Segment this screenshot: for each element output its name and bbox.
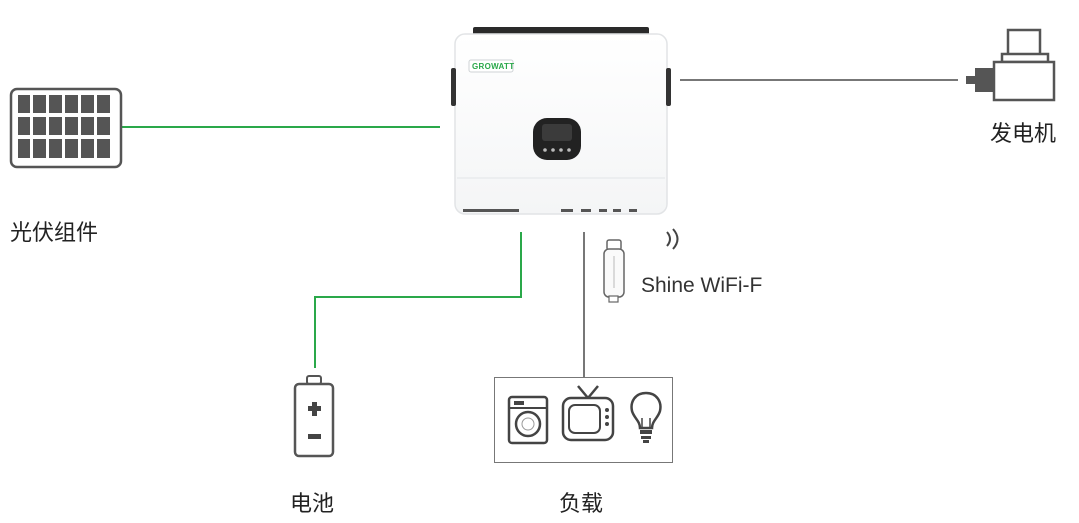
inverter-brand: GROWATT bbox=[472, 62, 515, 71]
load-box bbox=[494, 377, 673, 463]
load-label: 负载 bbox=[559, 492, 604, 517]
wireless-signal-icon bbox=[666, 228, 679, 250]
wifi-dongle-icon bbox=[603, 239, 625, 303]
solar-label: 光伏组件 bbox=[10, 221, 99, 246]
battery-label: 电池 bbox=[290, 492, 335, 517]
wifi-label: Shine WiFi-F bbox=[641, 274, 763, 297]
washing-machine-icon bbox=[507, 395, 549, 445]
generator-label: 发电机 bbox=[990, 122, 1057, 147]
tv-icon bbox=[561, 385, 615, 442]
battery-icon bbox=[293, 375, 335, 458]
inverter-icon bbox=[451, 27, 671, 215]
generator-icon bbox=[966, 28, 1056, 102]
solar-panel-icon bbox=[9, 87, 123, 169]
light-bulb-icon bbox=[630, 391, 662, 443]
battery-line bbox=[314, 232, 522, 368]
